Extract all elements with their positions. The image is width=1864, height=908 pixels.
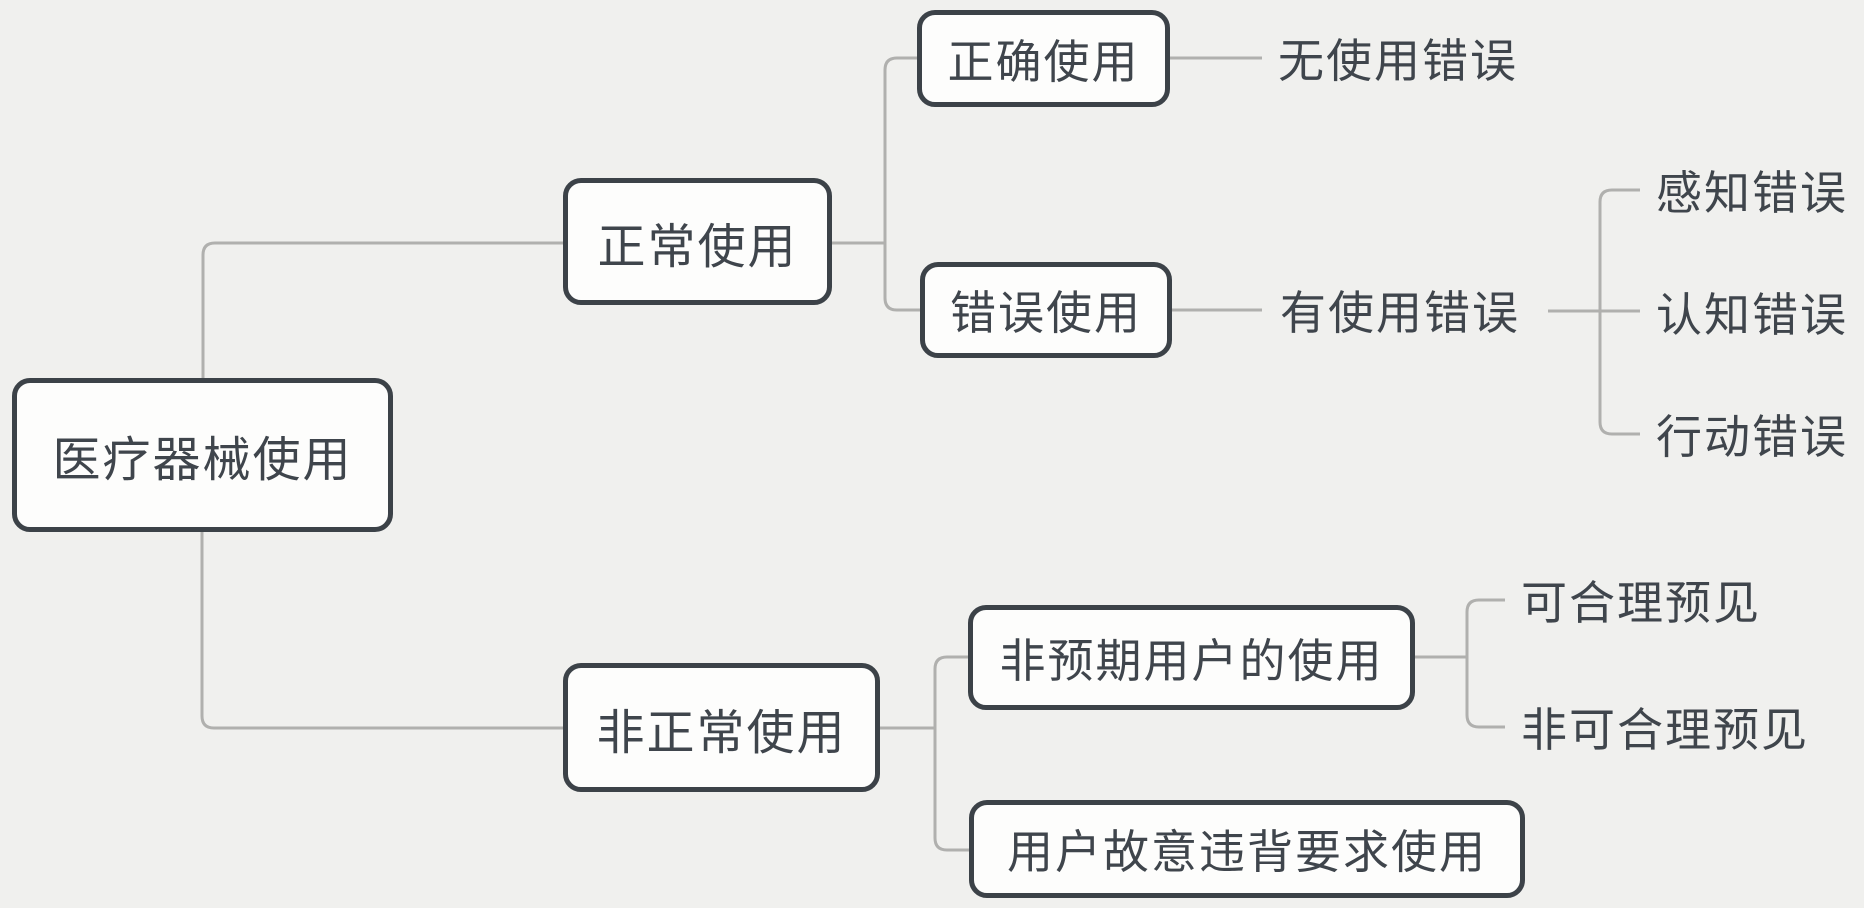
connector-has-use-error-branch	[1548, 188, 1640, 436]
node-not-reasonably-foreseeable[interactable]: 非可合理预见	[1521, 704, 1809, 756]
node-intentional-violation-use[interactable]: 用户故意违背要求使用	[969, 800, 1525, 898]
connector-abnormal-use-branch	[880, 655, 969, 852]
connector-root-to-abnormal-use	[200, 532, 563, 730]
node-no-use-error[interactable]: 无使用错误	[1278, 35, 1518, 87]
node-unintended-user-use[interactable]: 非预期用户的使用	[968, 605, 1415, 710]
node-action-error[interactable]: 行动错误	[1656, 411, 1848, 463]
connector-normal-use-branch	[832, 56, 920, 312]
node-cognition-error[interactable]: 认知错误	[1656, 289, 1848, 341]
connector-unintended-user-branch	[1415, 598, 1505, 729]
node-abnormal-use[interactable]: 非正常使用	[563, 663, 880, 792]
node-root-medical-device-use[interactable]: 医疗器械使用	[12, 378, 393, 532]
node-correct-use[interactable]: 正确使用	[917, 10, 1170, 107]
connector-root-to-normal-use	[201, 241, 563, 378]
node-perception-error[interactable]: 感知错误	[1656, 167, 1848, 219]
node-wrong-use[interactable]: 错误使用	[920, 262, 1172, 358]
node-has-use-error[interactable]: 有使用错误	[1280, 287, 1520, 339]
node-reasonably-foreseeable[interactable]: 可合理预见	[1521, 577, 1761, 629]
node-normal-use[interactable]: 正常使用	[563, 178, 832, 305]
